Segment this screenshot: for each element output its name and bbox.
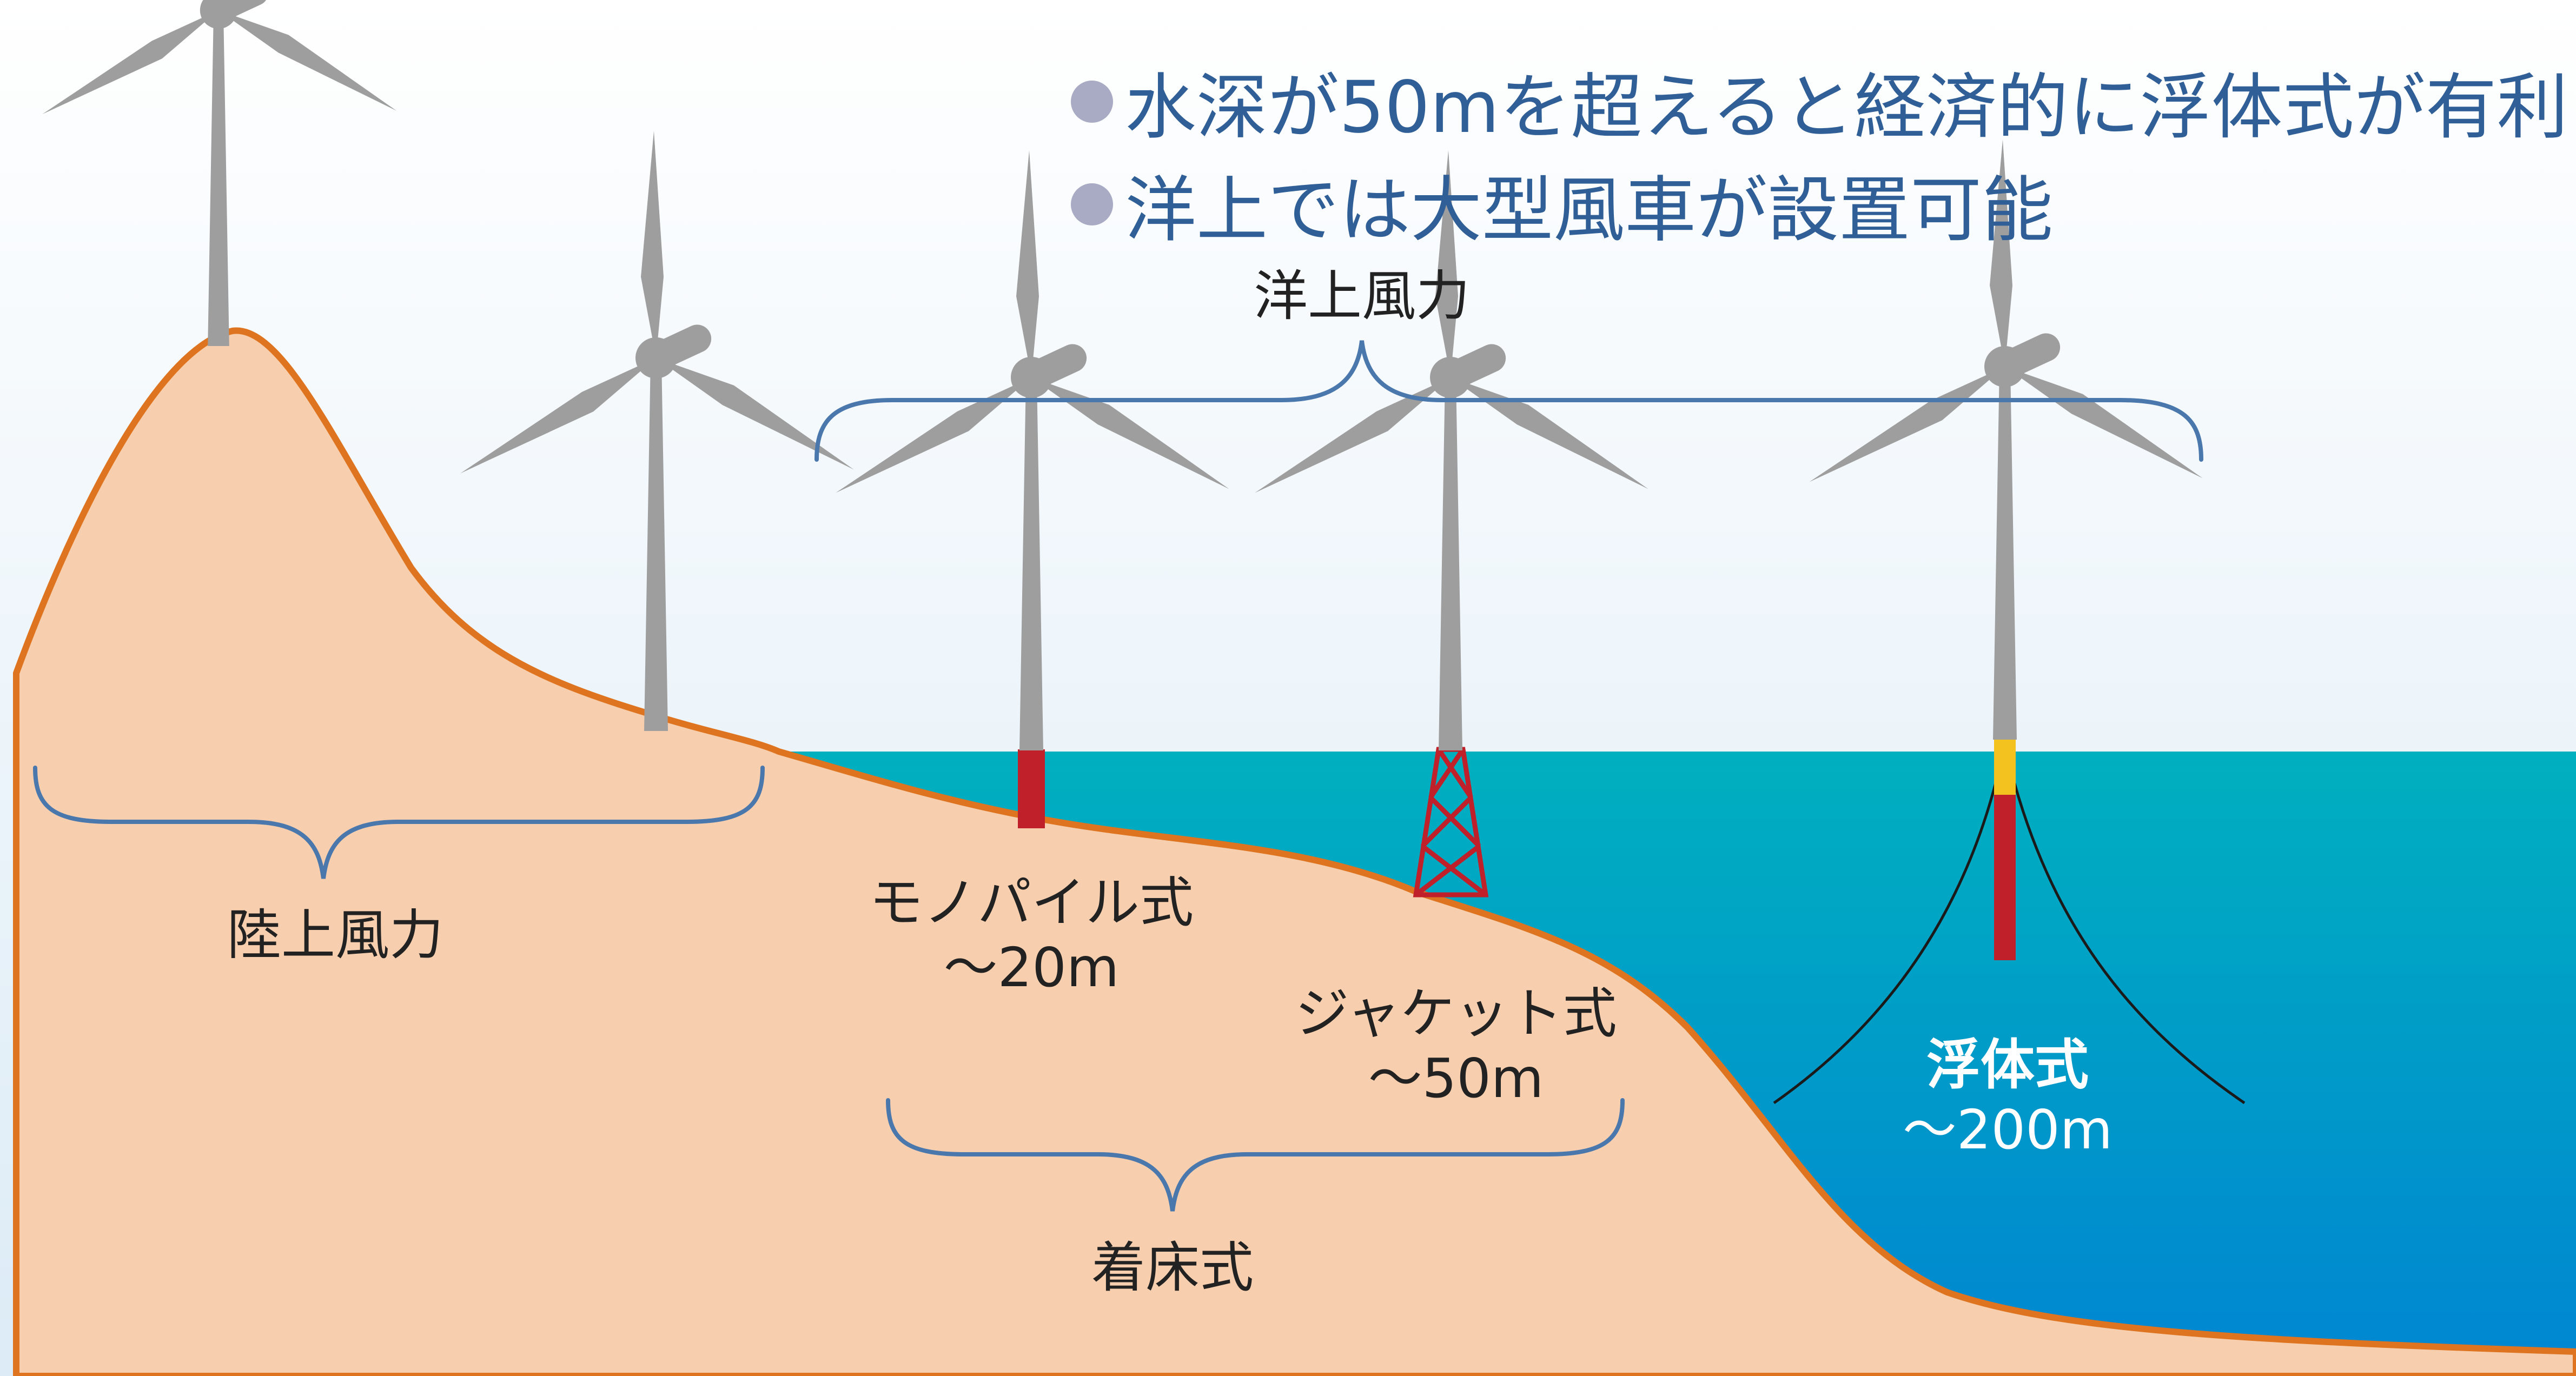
bullet-dot-icon: [1071, 183, 1113, 225]
label-onshore-wind: 陸上風力: [227, 903, 443, 967]
floating-spar-top: [1994, 739, 2016, 796]
floating-depth: 〜200m: [1902, 1098, 2113, 1161]
label-offshore-wind: 洋上風力: [1254, 264, 1470, 328]
monopile-foundation: [1018, 749, 1045, 828]
mooring-line-left: [1773, 767, 2001, 1105]
jacket-name: ジャケット式: [1295, 982, 1617, 1045]
bracket-onshore: [33, 766, 765, 879]
bullet-item-large-turbines: 洋上では大型風車が設置可能: [1071, 152, 2053, 256]
monopile-depth: 〜20m: [943, 936, 1120, 999]
floating-spar-bottom: [1994, 795, 2016, 960]
label-monopile: モノパイル式 〜20m: [869, 870, 1194, 1000]
label-floating: 浮体式 〜200m: [1903, 1033, 2113, 1162]
jacket-depth: 〜50m: [1368, 1047, 1544, 1110]
bullet-text: 水深が50mを超えると経済的に浮体式が有利: [1125, 66, 2568, 149]
bracket-fixed-bottom: [886, 1098, 1625, 1212]
bullet-item-floating-advantage: 水深が50mを超えると経済的に浮体式が有利: [1071, 50, 2568, 153]
monopile-name: モノパイル式: [869, 871, 1194, 934]
label-jacket: ジャケット式 〜50m: [1295, 981, 1617, 1111]
bullet-text: 洋上では大型風車が設置可能: [1125, 169, 2053, 252]
bullet-dot-icon: [1071, 80, 1113, 123]
floating-name: 浮体式: [1926, 1033, 2089, 1096]
label-fixed-bottom: 着床式: [1091, 1236, 1254, 1299]
mooring-line-right: [2009, 767, 2246, 1105]
bracket-offshore: [814, 340, 2203, 462]
